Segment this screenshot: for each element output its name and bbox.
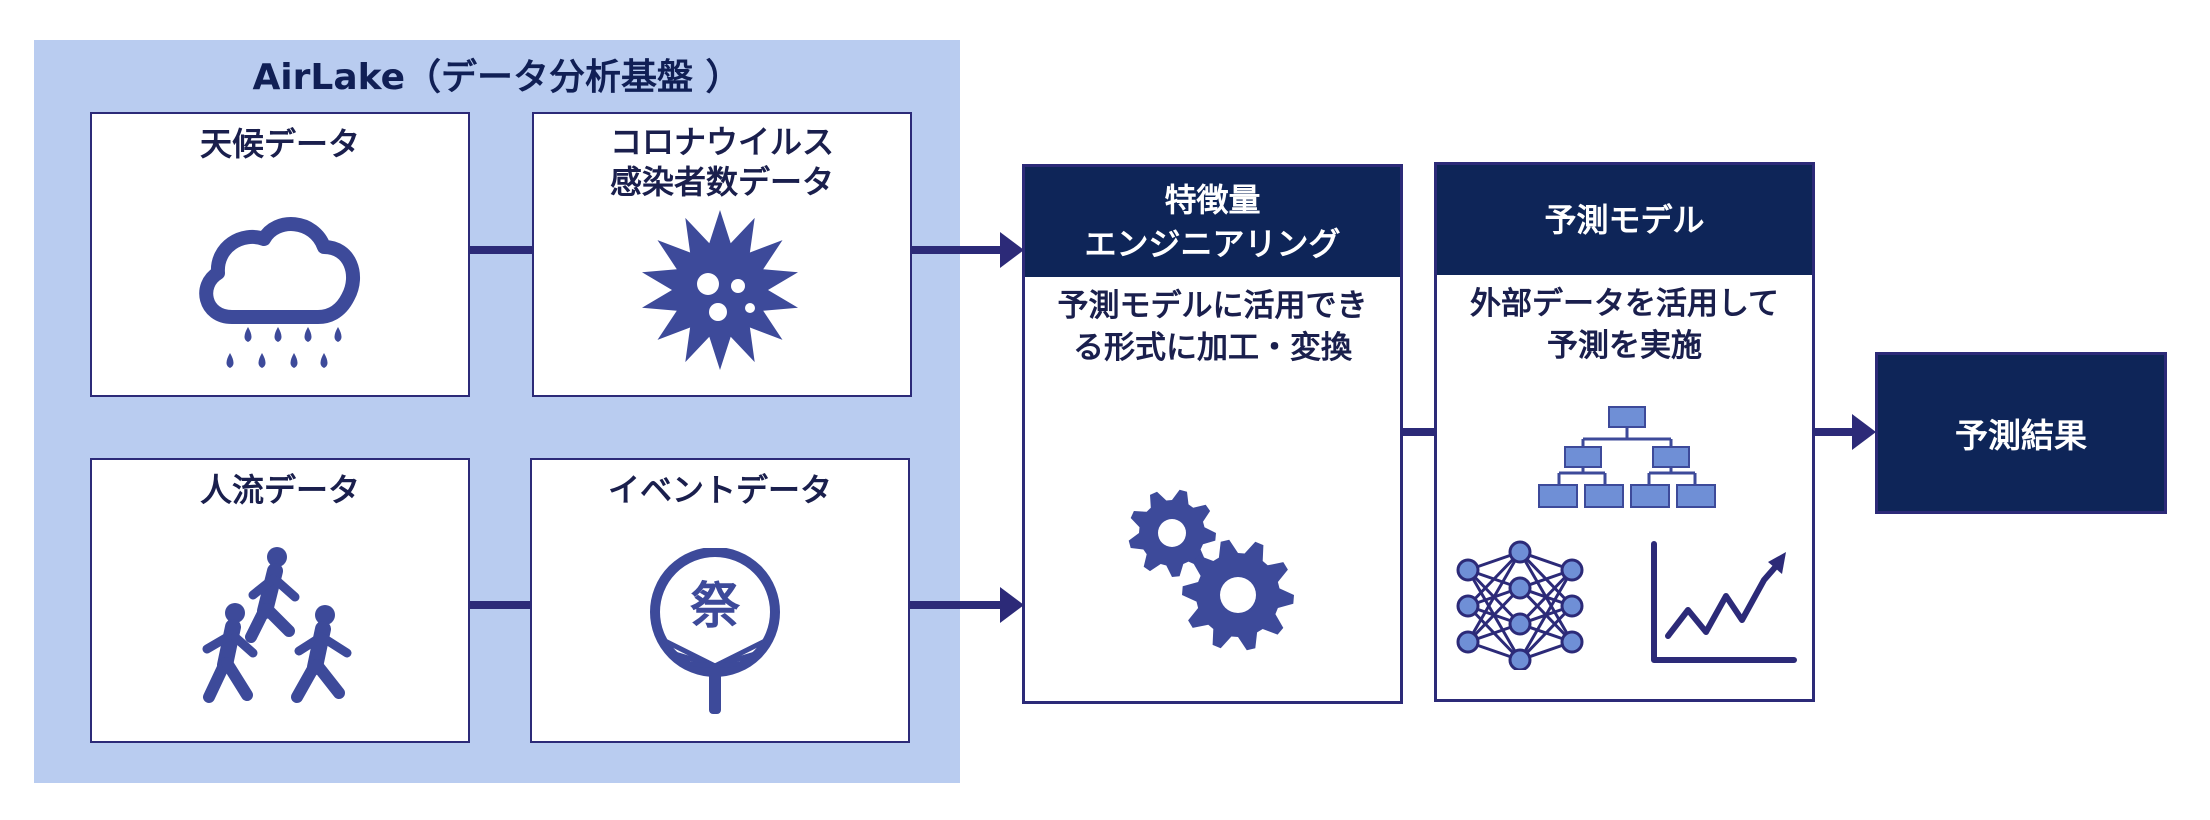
prediction-result-box: 予測結果	[1875, 352, 2167, 514]
prediction-result-label: 予測結果	[1955, 416, 2087, 455]
prediction-model-title: 予測モデル	[1544, 201, 1705, 239]
neural-network-icon	[1456, 540, 1584, 670]
gears-icon	[1128, 489, 1294, 651]
nn-node	[1456, 558, 1480, 582]
corona-data-label-1: コロナウイルス	[609, 123, 834, 161]
nn-node	[1508, 576, 1532, 600]
weather-data-box: 天候データ	[90, 112, 470, 397]
people-flow-data-box: 人流データ	[90, 458, 470, 743]
gear-hole	[1220, 577, 1256, 613]
nn-edge	[1466, 550, 1522, 608]
prediction-model-box: 予測モデル 外部データを活用して 予測を実施	[1434, 162, 1815, 702]
arrow-head-model-result	[1852, 414, 1876, 450]
nn-node	[1560, 594, 1584, 618]
festival-glyph: 祭	[690, 577, 740, 635]
hierarchy-icon	[1538, 406, 1716, 508]
people-walking-icon	[202, 547, 352, 703]
nn-edge	[1518, 568, 1574, 626]
event-data-label: イベントデータ	[607, 471, 832, 509]
arrow-head-event-feature	[1000, 587, 1024, 623]
feature-engineering-title-2: エンジニアリング	[1084, 225, 1341, 263]
arrow-head-corona-feature	[1000, 232, 1024, 268]
nn-node	[1508, 540, 1532, 564]
nn-edge	[1518, 604, 1574, 662]
nn-node	[1456, 594, 1480, 618]
feature-engineering-title-1: 特徴量	[1164, 181, 1261, 219]
nn-node	[1508, 612, 1532, 636]
nn-edge	[1466, 551, 1522, 643]
virus-icon	[642, 210, 798, 370]
growth-chart-icon	[1651, 541, 1797, 663]
gear-hole	[1158, 519, 1186, 547]
prediction-model-desc-1: 外部データを活用して	[1469, 286, 1780, 322]
nn-node	[1560, 558, 1584, 582]
weather-data-label: 天候データ	[199, 125, 360, 163]
feature-engineering-desc-2: る形式に加工・変換	[1073, 330, 1352, 366]
rain-cloud-icon	[199, 217, 360, 368]
corona-data-label-2: 感染者数データ	[609, 163, 834, 201]
people-flow-data-label: 人流データ	[199, 471, 360, 509]
feature-engineering-desc-1: 予測モデルに活用でき	[1057, 288, 1368, 324]
nn-node	[1456, 630, 1480, 654]
airlake-title: AirLake（データ分析基盤 ）	[252, 57, 742, 98]
nn-edge	[1466, 586, 1522, 644]
prediction-model-header: 予測モデル	[1437, 165, 1812, 275]
nn-node	[1560, 630, 1584, 654]
feature-engineering-header: 特徴量 エンジニアリング	[1025, 167, 1400, 277]
prediction-model-desc-2: 予測を実施	[1547, 328, 1702, 364]
nn-edge	[1518, 569, 1574, 661]
uchiwa-fan-icon: 祭	[645, 548, 785, 718]
nn-node	[1508, 648, 1532, 670]
